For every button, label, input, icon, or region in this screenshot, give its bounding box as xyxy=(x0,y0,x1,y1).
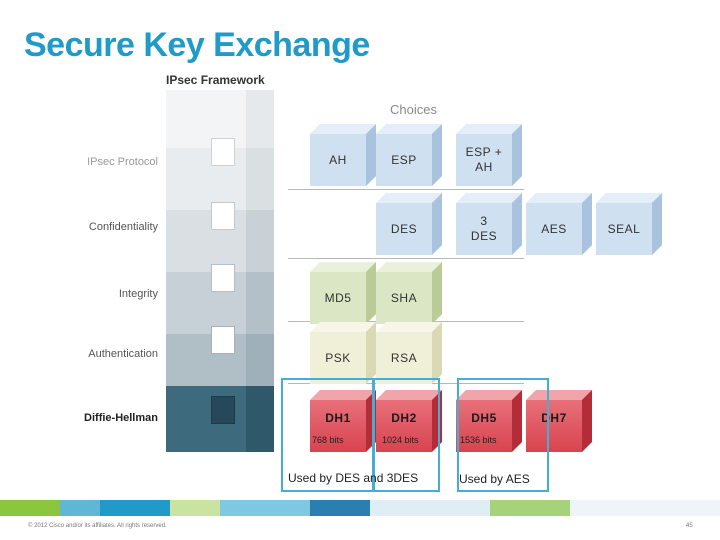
row-separator xyxy=(288,189,524,190)
dh1-bits: 768 bits xyxy=(312,435,344,445)
dh5-bits: 1536 bits xyxy=(460,435,497,445)
choice-des: DES xyxy=(376,193,442,255)
choice-3des: 3 DES xyxy=(456,193,522,255)
ipsec-framework-tower xyxy=(166,90,274,452)
note-des-3des: Used by DES and 3DES xyxy=(288,471,419,485)
choice-ah: AH xyxy=(310,124,376,186)
choice-dh5: DH5 xyxy=(456,390,522,452)
highlight-box-dh1 xyxy=(281,378,375,492)
highlight-box-dh5 xyxy=(457,378,549,492)
choice-sha: SHA xyxy=(376,262,442,324)
choice-seal: SEAL xyxy=(596,193,662,255)
choice-psk: PSK xyxy=(310,322,376,384)
copyright-footer: © 2012 Cisco and/or its affiliates. All … xyxy=(28,523,167,529)
row-separator xyxy=(288,258,524,259)
choices-label: Choices xyxy=(390,102,437,117)
dh2-bits: 1024 bits xyxy=(382,435,419,445)
footer-color-bar xyxy=(0,500,720,516)
row-label-diffie-hellman: Diffie-Hellman xyxy=(84,412,158,424)
choice-esp: ESP xyxy=(376,124,442,186)
choice-rsa: RSA xyxy=(376,322,442,384)
choice-dh1: DH1 xyxy=(310,390,376,452)
choice-dh2: DH2 xyxy=(376,390,442,452)
page-number: 45 xyxy=(686,523,693,529)
note-aes: Used by AES xyxy=(459,472,530,486)
row-label-confidentiality: Confidentiality xyxy=(88,221,158,233)
highlight-box-dh2 xyxy=(372,378,440,492)
framework-label: IPsec Framework xyxy=(166,73,265,87)
choice-md5: MD5 xyxy=(310,262,376,324)
row-label-integrity: Integrity xyxy=(118,288,158,300)
row-label-ipsec-protocol: IPsec Protocol xyxy=(87,156,158,168)
choice-aes: AES xyxy=(526,193,592,255)
row-label-authentication: Authentication xyxy=(88,348,158,360)
slide-title: Secure Key Exchange xyxy=(24,26,370,64)
choice-esp-ah: ESP + AH xyxy=(456,124,522,186)
